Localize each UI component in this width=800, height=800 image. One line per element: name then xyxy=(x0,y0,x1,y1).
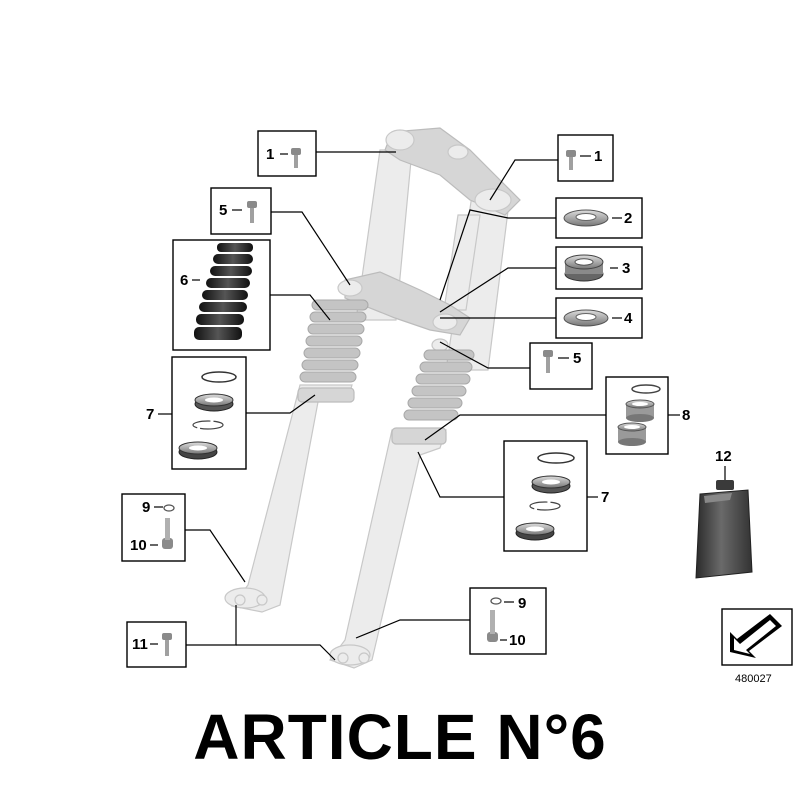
seal-kit-icon xyxy=(515,452,575,541)
bolt-icon xyxy=(162,518,173,549)
reference-tag: 480027 xyxy=(721,608,793,685)
bolt-icon xyxy=(247,201,257,223)
oil-bottle-icon xyxy=(695,480,753,579)
svg-text:9: 9 xyxy=(518,595,526,612)
callout-5-left[interactable]: 5 xyxy=(210,187,272,235)
right-fork-boot xyxy=(403,349,475,421)
svg-text:10: 10 xyxy=(509,632,526,649)
callout-12-fork-oil[interactable]: 12 xyxy=(695,448,753,579)
callout-8-bushings[interactable]: 8 xyxy=(605,376,690,455)
svg-text:8: 8 xyxy=(682,407,690,424)
front-fork-illustration xyxy=(224,127,521,669)
left-fork-boot xyxy=(299,299,369,383)
washer-icon xyxy=(490,597,502,605)
callout-5-right[interactable]: 5 xyxy=(529,342,593,390)
svg-text:4: 4 xyxy=(624,310,633,327)
callout-9-10-left[interactable]: 9 10 xyxy=(121,493,186,562)
svg-text:6: 6 xyxy=(180,272,188,289)
bolt-icon xyxy=(291,148,301,168)
bolt-icon xyxy=(566,150,576,170)
bolt-icon xyxy=(162,633,172,656)
svg-text:5: 5 xyxy=(219,202,227,219)
callout-7-left-seal-kit[interactable]: 7 xyxy=(146,356,247,470)
bolt-icon xyxy=(543,350,553,373)
callout-9-10-right[interactable]: 9 10 xyxy=(469,587,547,655)
seal-kit-icon xyxy=(178,371,237,460)
bearing-icon xyxy=(564,254,604,282)
seal-ring-icon xyxy=(563,309,609,327)
article-title: ARTICLE N°6 xyxy=(193,701,607,773)
svg-text:1: 1 xyxy=(266,146,274,163)
svg-text:3: 3 xyxy=(622,260,630,277)
leader-lines xyxy=(185,151,606,661)
callout-1-right[interactable]: 1 xyxy=(557,134,614,182)
callout-7-right-seal-kit[interactable]: 7 xyxy=(503,440,609,552)
callout-11[interactable]: 11 xyxy=(126,621,187,668)
svg-text:11: 11 xyxy=(132,636,148,653)
callout-1-left[interactable]: 1 xyxy=(257,130,317,177)
bushing-icon xyxy=(617,384,661,446)
svg-text:1: 1 xyxy=(594,148,602,165)
svg-text:9: 9 xyxy=(142,499,150,516)
svg-text:10: 10 xyxy=(130,537,147,554)
svg-text:12: 12 xyxy=(715,448,732,465)
svg-text:2: 2 xyxy=(624,210,632,227)
washer-icon xyxy=(163,504,175,512)
callout-4-seal-ring[interactable]: 4 xyxy=(555,297,643,339)
svg-text:5: 5 xyxy=(573,350,581,367)
callout-6-fork-boot[interactable]: 6 xyxy=(172,239,271,351)
arrow-icon xyxy=(730,614,782,658)
callout-2-dust-seal[interactable]: 2 xyxy=(555,197,643,239)
callout-3-bearing[interactable]: 3 xyxy=(555,246,643,290)
seal-ring-icon xyxy=(563,209,609,227)
bolt-icon xyxy=(487,610,498,642)
reference-code: 480027 xyxy=(735,673,772,685)
fork-boot-icon xyxy=(194,243,253,340)
svg-text:7: 7 xyxy=(601,489,609,506)
svg-text:7: 7 xyxy=(146,406,154,423)
